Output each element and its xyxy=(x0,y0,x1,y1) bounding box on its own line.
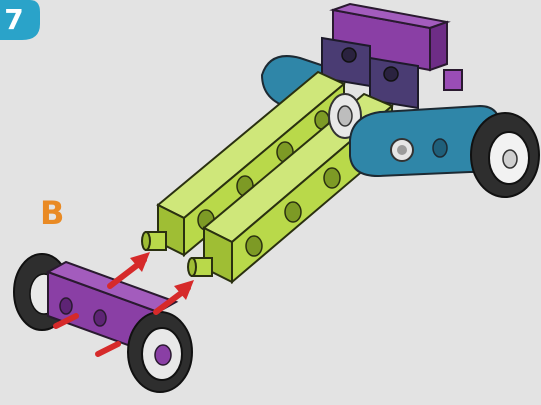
front-axle-assembly xyxy=(14,254,192,392)
rear-wheel-right xyxy=(471,113,539,197)
part-label: B xyxy=(40,194,64,232)
step-number: 7 xyxy=(0,2,28,38)
